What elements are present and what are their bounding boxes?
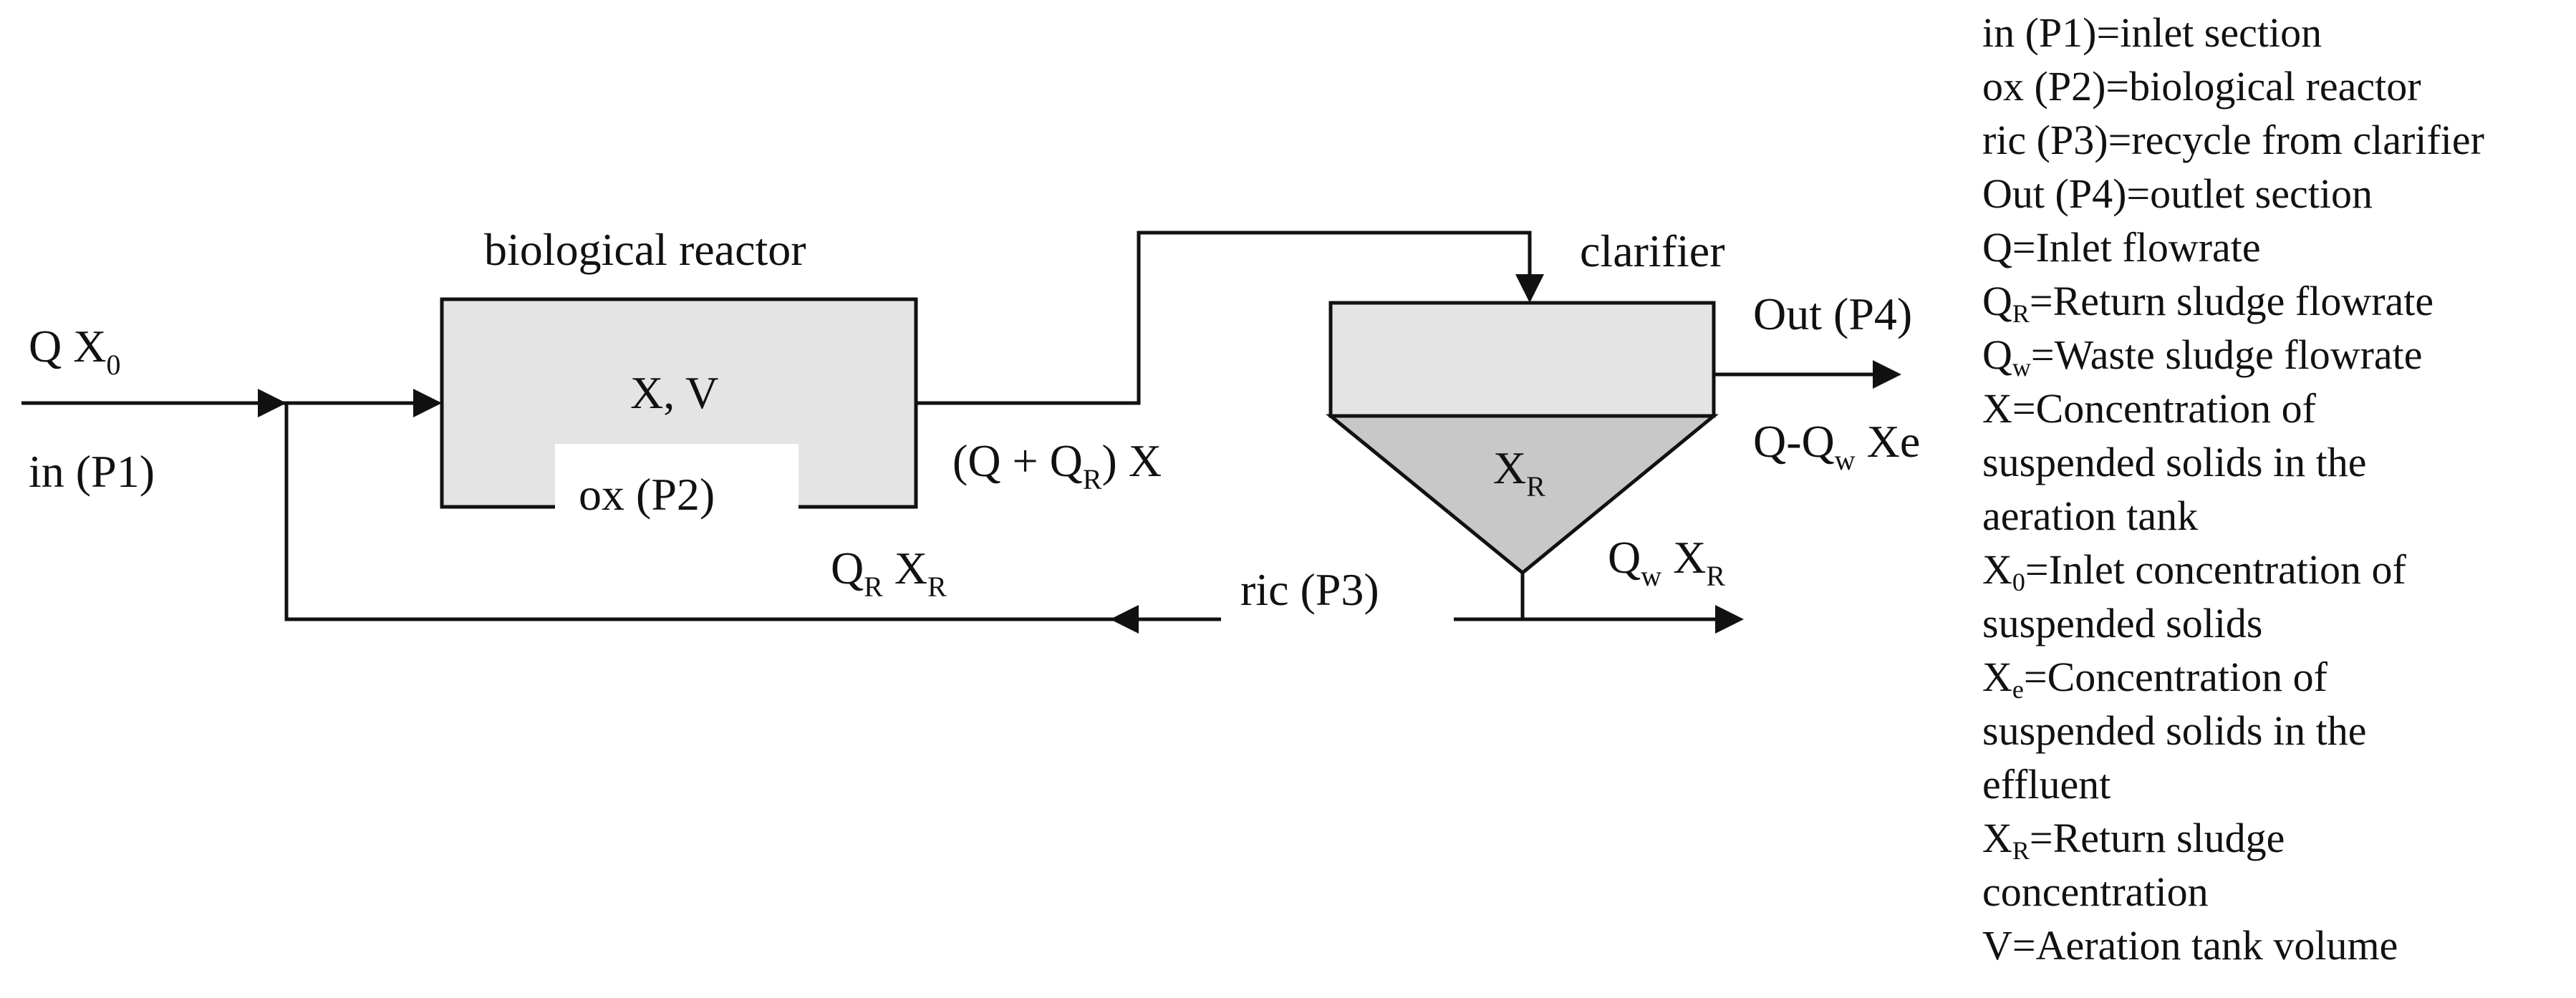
legend-item: Q=Inlet flowrate [1982, 221, 2570, 274]
legend-item: V=Aeration tank volume [1982, 919, 2570, 972]
legend-symbol: Q [1982, 278, 2012, 324]
effluent-main: Q-Q [1753, 416, 1835, 467]
legend-item: XR=Return sludge [1982, 811, 2570, 865]
recycle-to-inlet-line [284, 403, 1114, 621]
legend-symbol-sub: w [2012, 353, 2031, 382]
legend-text: aeration tank [1982, 493, 2199, 539]
legend-item: effluent [1982, 757, 2570, 811]
waste-q: Q [1608, 532, 1641, 583]
legend-item: ric (P3)=recycle from clarifier [1982, 113, 2570, 167]
legend-symbol: Q [1982, 331, 2012, 378]
effluent-sub: w [1835, 444, 1856, 476]
legend-item: X0=Inlet concentration of [1982, 543, 2570, 596]
legend-symbol: ox (P2) [1982, 63, 2106, 110]
outlet-point-label: Out (P4) [1753, 289, 1912, 339]
recycle-flow-label: QR XR [831, 543, 947, 603]
legend-symbol-sub: 0 [2012, 568, 2025, 596]
reactor-to-clarifier-line [916, 231, 1544, 405]
legend-text: suspended solids in the [1982, 439, 2367, 485]
legend-text: =Return sludge flowrate [2029, 278, 2434, 324]
legend-text: =inlet section [2096, 9, 2322, 56]
legend-symbol-sub: R [2012, 299, 2030, 328]
legend-item: Xe=Concentration of [1982, 650, 2570, 704]
inlet-flow-label: Q X0 [29, 321, 120, 381]
legend-text: =outlet section [2126, 170, 2373, 217]
recycle-point-label-backdrop [1221, 533, 1454, 637]
reactor-outflow-open: (Q + Q [952, 435, 1083, 486]
reactor-outflow-label: (Q + QR) X [952, 435, 1162, 495]
legend-symbol: X [1982, 546, 2012, 593]
legend-text: =Concentration of [2023, 654, 2327, 700]
legend-symbol-sub: e [2012, 675, 2024, 704]
legend-item: concentration [1982, 865, 2570, 919]
legend-item: suspended solids [1982, 596, 2570, 650]
recycle-q-sub: R [864, 571, 883, 603]
clarifier-tank [1328, 301, 1716, 418]
reactor-outflow-sub: R [1083, 463, 1102, 495]
recycle-x-sub: R [927, 571, 947, 603]
reactor-symbol: X, V [630, 367, 718, 418]
legend-item: QR=Return sludge flowrate [1982, 274, 2570, 328]
inlet-point-label: in (P1) [29, 446, 155, 497]
flow-schematic: biological reactor clarifier X, V ox (P2… [21, 224, 1921, 637]
waste-flow-label: Qw XR [1608, 532, 1725, 592]
reactor-title: biological reactor [484, 224, 806, 275]
legend-item: X=Concentration of [1982, 382, 2570, 435]
legend-item: Qw=Waste sludge flowrate [1982, 328, 2570, 382]
legend-item: in (P1)=inlet section [1982, 6, 2570, 59]
legend-symbol: Out (P4) [1982, 170, 2127, 217]
legend-text: =Waste sludge flowrate [2030, 331, 2423, 378]
clarifier-symbol: XR [1493, 442, 1545, 503]
legend-text: effluent [1982, 761, 2111, 808]
clarifier-cone [1325, 414, 1719, 576]
legend-text: =Return sludge [2029, 815, 2285, 861]
legend-symbol: X [1982, 385, 2012, 432]
effluent-flow-label: Q-Qw Xe [1753, 416, 1920, 476]
legend-item: ox (P2)=biological reactor [1982, 59, 2570, 113]
legend-symbol: X [1982, 815, 2012, 861]
clarifier-title: clarifier [1580, 226, 1725, 276]
waste-x: X [1661, 532, 1706, 583]
inlet-flow-sub: 0 [106, 349, 120, 381]
legend-symbol: V [1982, 922, 2012, 969]
legend: in (P1)=inlet section ox (P2)=biological… [1982, 6, 2570, 972]
clarifier-symbol-sub: R [1526, 470, 1545, 503]
legend-symbol: X [1982, 654, 2012, 700]
legend-text: =Inlet flowrate [2012, 224, 2261, 271]
legend-text: =Aeration tank volume [2012, 922, 2398, 969]
recycle-point-label: ric (P3) [1240, 564, 1379, 615]
waste-q-sub: w [1641, 560, 1661, 592]
legend-text: =Inlet concentration of [2025, 546, 2406, 593]
inlet-flow-main: Q X [29, 321, 106, 372]
legend-item: aeration tank [1982, 489, 2570, 543]
legend-symbol: ric (P3) [1982, 117, 2108, 163]
legend-text: concentration [1982, 868, 2209, 915]
waste-x-sub: R [1706, 560, 1725, 592]
clarifier-symbol-main: X [1493, 442, 1526, 493]
reactor-point-label: ox (P2) [579, 469, 715, 520]
effluent-tail: Xe [1856, 416, 1921, 467]
legend-item: suspended solids in the [1982, 435, 2570, 489]
legend-text: suspended solids in the [1982, 707, 2367, 754]
legend-text: =Concentration of [2012, 385, 2316, 432]
legend-text: =recycle from clarifier [2108, 117, 2484, 163]
legend-text: =biological reactor [2105, 63, 2421, 110]
legend-item: suspended solids in the [1982, 704, 2570, 757]
reactor-outflow-close: ) X [1102, 435, 1162, 486]
reactor-point-label-backdrop [555, 444, 799, 544]
legend-symbol: in (P1) [1982, 9, 2097, 56]
legend-symbol: Q [1982, 224, 2012, 271]
legend-item: Out (P4)=outlet section [1982, 167, 2570, 221]
legend-text: suspended solids [1982, 600, 2263, 646]
legend-symbol-sub: R [2012, 836, 2030, 865]
recycle-q: Q [831, 543, 864, 594]
recycle-x: X [883, 543, 927, 594]
